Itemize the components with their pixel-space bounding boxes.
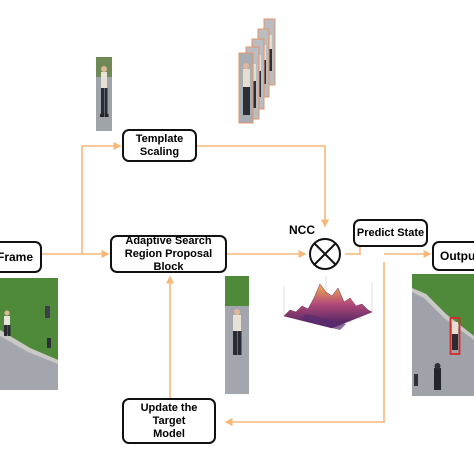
scaled-template-stack-image [238,18,276,124]
adaptive-search-box: Adaptive Search Region Proposal Block [110,235,227,273]
edge-frame-to-template [81,142,122,254]
predict-state-box: Predict State [353,219,428,247]
update-target-box: Update the Target Model [122,398,216,444]
frame-box: Frame [0,241,42,273]
tracked-output-image [412,274,474,396]
pedestrian-crop-image [96,57,112,131]
template-scaling-box: Template Scaling [122,129,197,162]
search-region-image [225,276,249,394]
3d-response-surface-image [282,276,374,330]
ncc-label: NCC [289,223,315,237]
circle-times-icon [309,238,341,270]
street-scene-image [0,278,58,390]
edge-template-to-ncc [197,145,329,228]
edge-predict-to-update [224,262,385,426]
output-box: Output [432,241,474,271]
target-bounding-box [449,317,461,355]
